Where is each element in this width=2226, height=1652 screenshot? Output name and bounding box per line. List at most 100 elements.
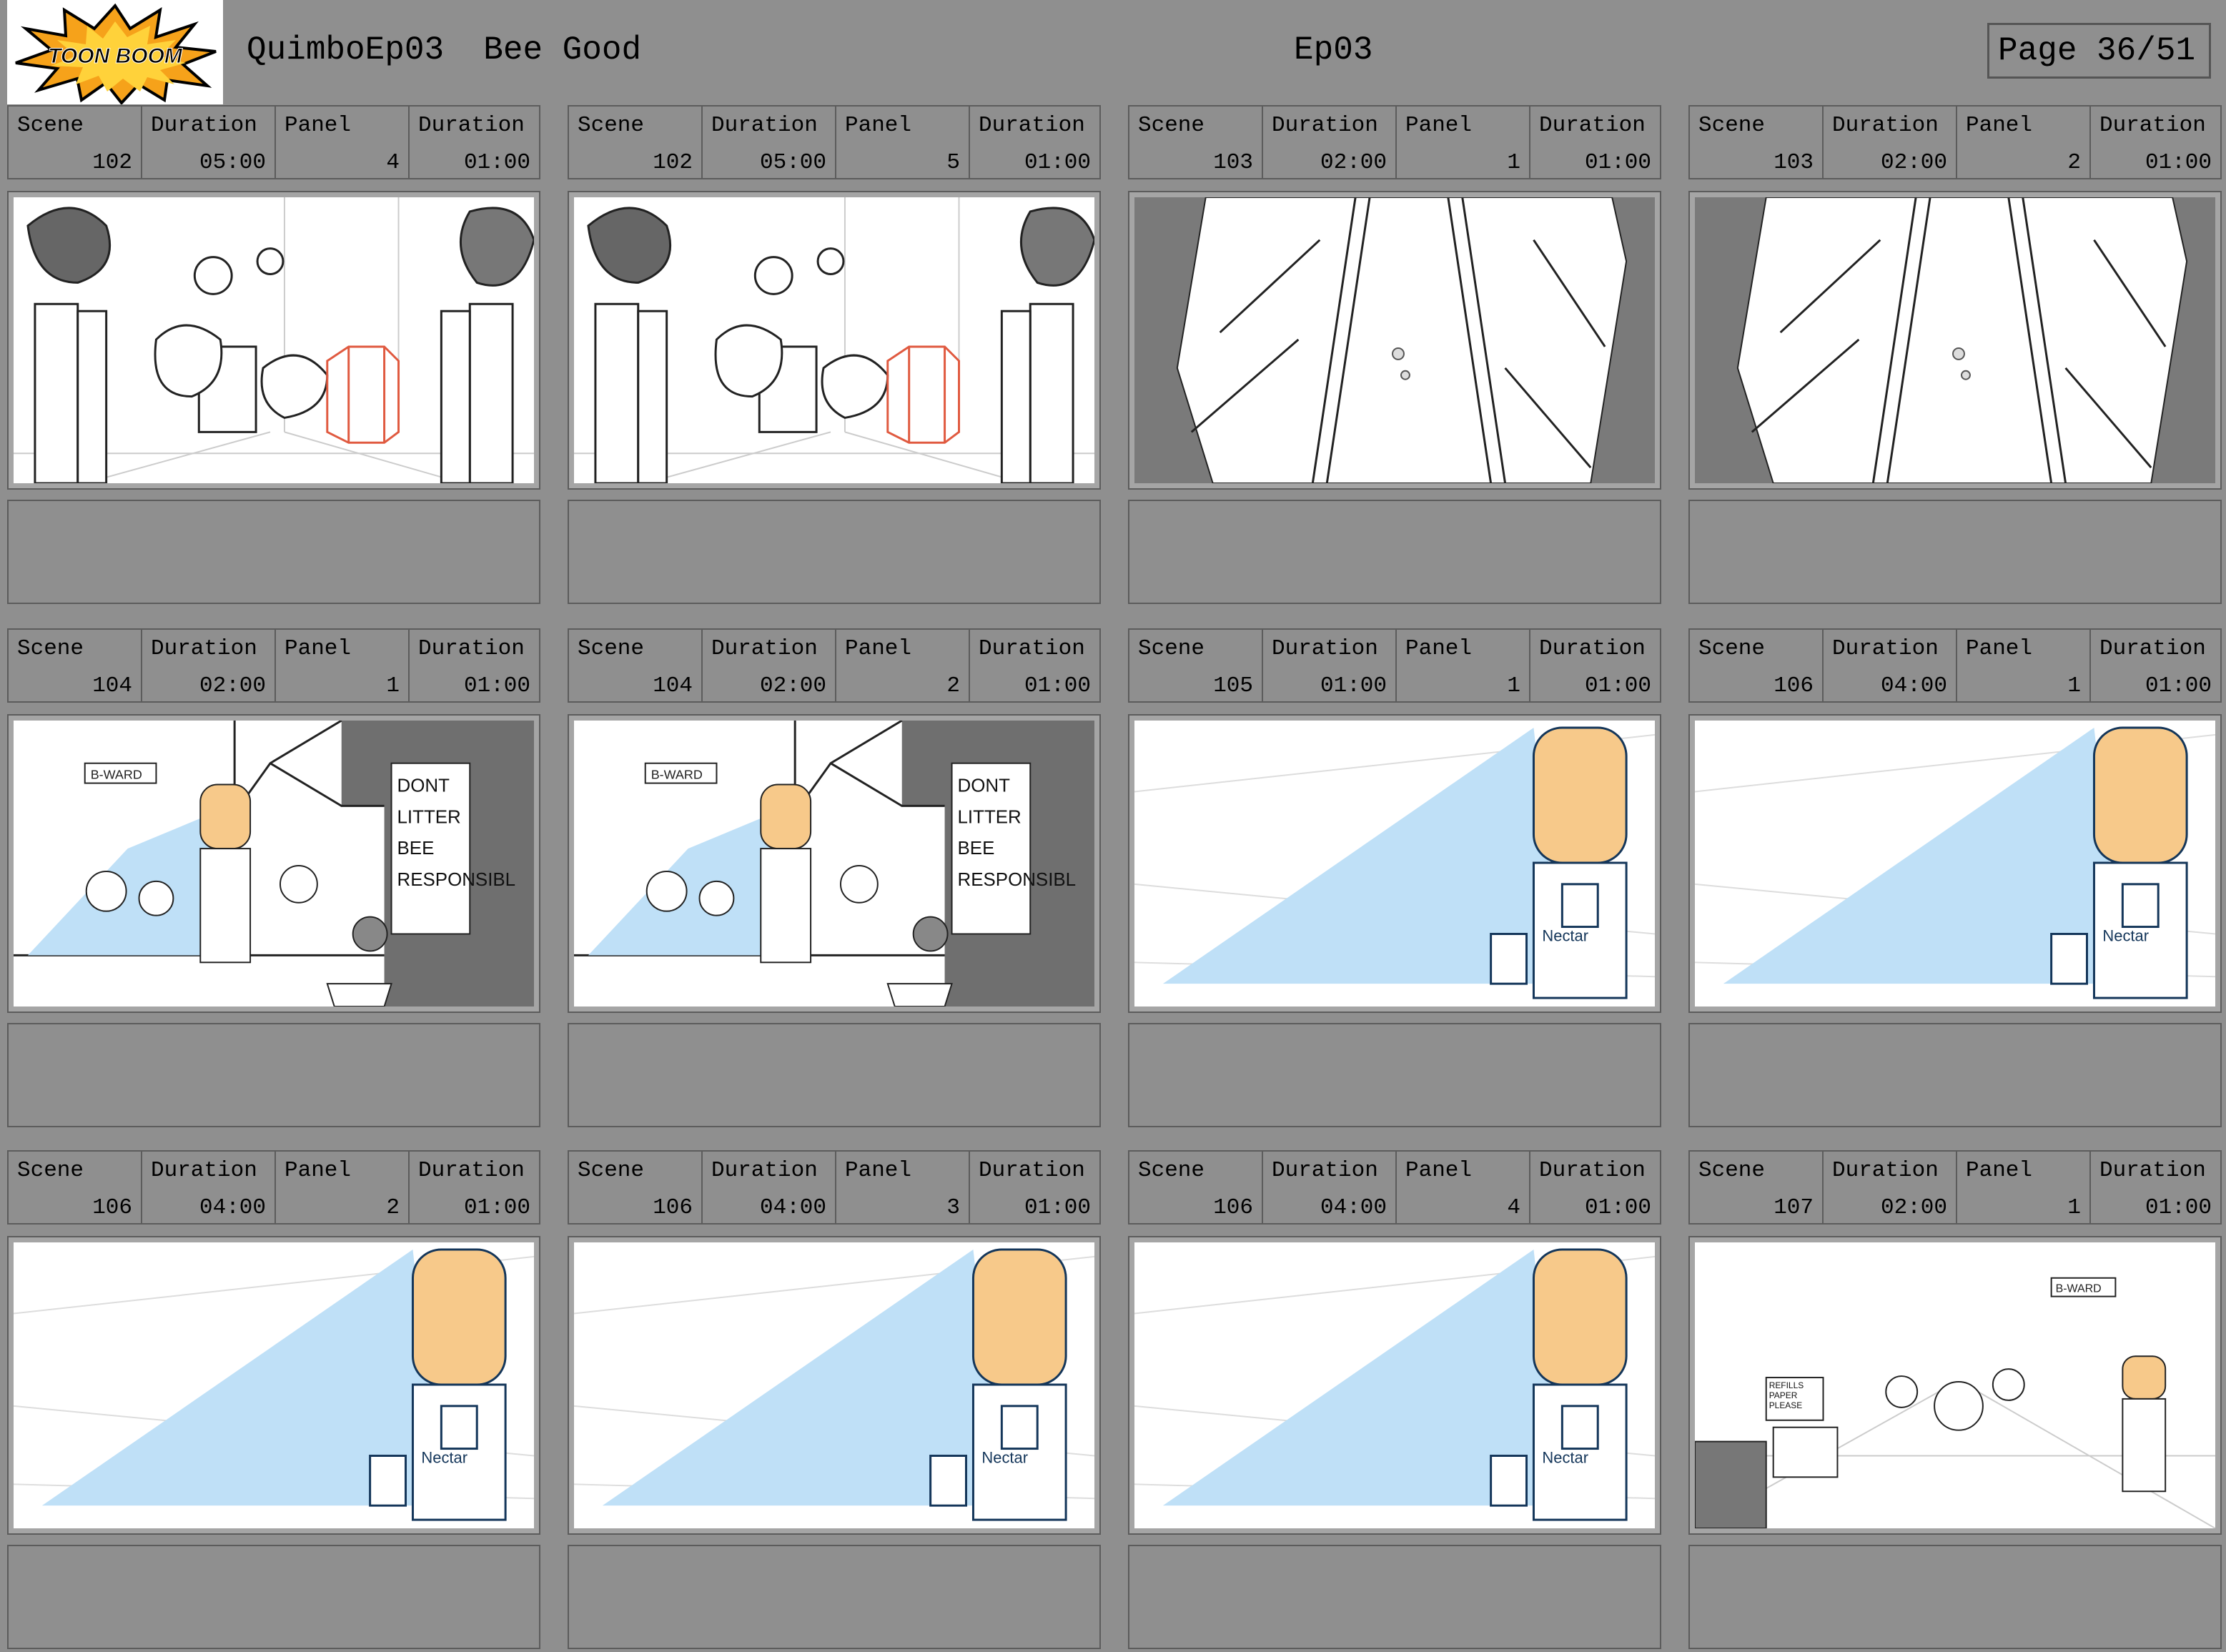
panel-number: 3 <box>946 1195 960 1220</box>
scene-duration-label: Duration <box>1272 113 1378 138</box>
panel-notes-box[interactable] <box>7 1023 540 1127</box>
panel-duration-label: Duration <box>418 113 525 138</box>
panel-notes-box[interactable] <box>1688 500 2222 604</box>
panel-notes-box[interactable] <box>1128 1023 1661 1127</box>
panel-image-frame[interactable] <box>7 191 540 490</box>
poster-text-line: LITTER <box>397 807 461 827</box>
panel-image-frame[interactable]: Nectar <box>1128 714 1661 1013</box>
panel-notes-box[interactable] <box>1128 500 1661 604</box>
panel-number: 2 <box>2067 150 2081 175</box>
scene-number: 105 <box>1213 673 1253 698</box>
scene-duration-label: Duration <box>711 113 818 138</box>
scene-number: 106 <box>92 1195 132 1220</box>
poster-text-line: BEE <box>958 839 995 859</box>
panel-duration-value: 01:00 <box>463 1195 530 1220</box>
panel-notes-box[interactable] <box>1128 1545 1661 1649</box>
scene-label: Scene <box>17 636 84 661</box>
scene-duration-label: Duration <box>711 1158 818 1183</box>
scene-number: 104 <box>653 673 693 698</box>
scene-duration-value: 05:00 <box>199 150 266 175</box>
scene-label: Scene <box>578 636 645 661</box>
project-title: QuimboEp03 Bee Good <box>247 31 642 69</box>
panel-duration-value: 01:00 <box>463 673 530 698</box>
panel-number: 1 <box>2067 1195 2081 1220</box>
wall-sign-text: B-WARD <box>91 768 142 782</box>
scene-duration-value: 02:00 <box>1320 150 1387 175</box>
panel-image-frame[interactable]: Nectar <box>7 1236 540 1535</box>
panel-image-frame[interactable] <box>1688 191 2222 490</box>
scene-duration-label: Duration <box>1272 636 1378 661</box>
scene-label: Scene <box>578 1158 645 1183</box>
panel-notes-box[interactable] <box>568 500 1101 604</box>
scene-number: 102 <box>653 150 693 175</box>
panel-notes-box[interactable] <box>568 1545 1101 1649</box>
panel-image-frame[interactable] <box>568 191 1101 490</box>
panel-image-frame[interactable]: Nectar <box>1688 714 2222 1013</box>
scene-cell: Scene 104 <box>569 630 703 701</box>
page-number: Page 36/51 <box>1998 32 2196 69</box>
scene-number: 106 <box>1774 673 1814 698</box>
scene-duration-value: 04:00 <box>199 1195 266 1220</box>
panel-notes-box[interactable] <box>1688 1545 2222 1649</box>
panel-label: Panel <box>285 636 352 661</box>
panel-notes-box[interactable] <box>7 500 540 604</box>
panel-notes-box[interactable] <box>568 1023 1101 1127</box>
panel-image-frame[interactable]: Nectar <box>568 1236 1101 1535</box>
panel-image-frame[interactable]: Nectar <box>1128 1236 1661 1535</box>
panel-duration-value: 01:00 <box>2145 1195 2212 1220</box>
scene-duration-label: Duration <box>1832 113 1939 138</box>
panel-number: 4 <box>386 150 400 175</box>
wall-sign-text: B-WARD <box>2056 1283 2102 1295</box>
scene-cell: Scene 104 <box>9 630 142 701</box>
panel-label: Panel <box>285 113 352 138</box>
panel-duration-label: Duration <box>2099 113 2206 138</box>
panel-image-frame[interactable] <box>1128 191 1661 490</box>
panel-duration-value: 01:00 <box>1584 150 1651 175</box>
panel-label: Panel <box>1405 1158 1473 1183</box>
panel-duration-label: Duration <box>2099 636 2206 661</box>
scene-duration-label: Duration <box>151 636 257 661</box>
scene-duration-value: 04:00 <box>1880 673 1947 698</box>
panel-label: Panel <box>285 1158 352 1183</box>
panel-notes-box[interactable] <box>7 1545 540 1649</box>
scene-duration-value: 02:00 <box>199 673 266 698</box>
panel-number: 5 <box>946 150 960 175</box>
panel-notes-box[interactable] <box>1688 1023 2222 1127</box>
cooler-label-text: Nectar <box>1542 1448 1588 1466</box>
scene-duration-value: 04:00 <box>1320 1195 1387 1220</box>
scene-number: 104 <box>92 673 132 698</box>
poster-text-line: PAPER <box>1769 1390 1798 1400</box>
scene-duration-cell: Duration 02:00 <box>142 630 276 701</box>
panel-number: 2 <box>946 673 960 698</box>
panel-sketch-image: Nectar <box>1134 1242 1655 1528</box>
